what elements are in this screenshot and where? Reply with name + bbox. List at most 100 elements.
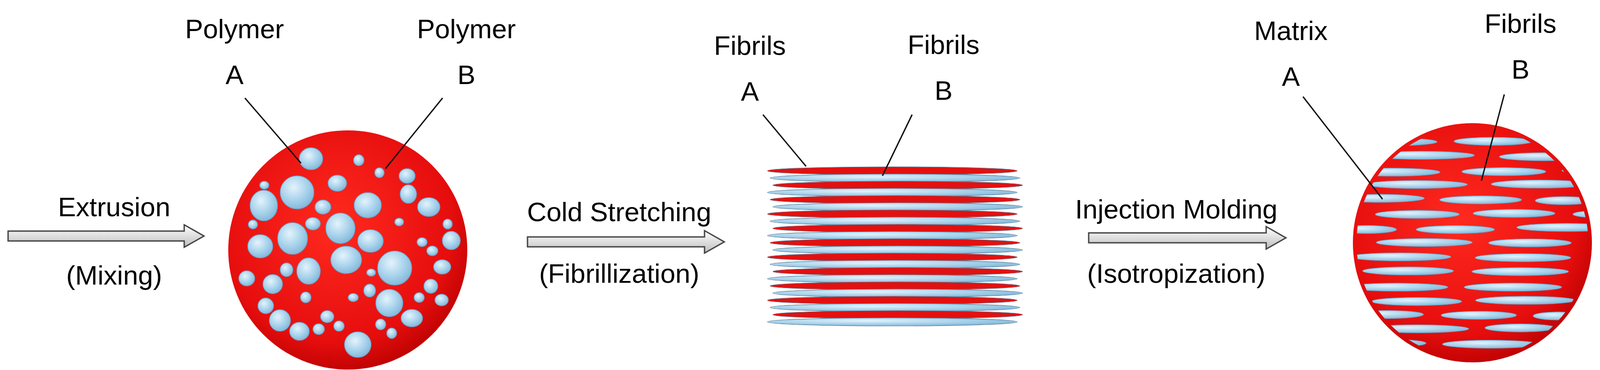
polymer-droplet (394, 217, 404, 226)
polymer-droplet (299, 147, 323, 170)
polymer-droplet (353, 154, 364, 166)
fibril (1499, 152, 1588, 161)
fibril (1461, 167, 1546, 176)
leader-line (244, 94, 1505, 200)
polymer-droplet (443, 218, 453, 229)
polymer-droplet (327, 174, 347, 191)
fibril-layer (772, 267, 1023, 276)
fibril-layer (767, 317, 1018, 326)
polymer-droplet (333, 320, 345, 332)
polymer-droplet (277, 222, 308, 255)
polymer-droplet (413, 292, 425, 303)
blend-circle (228, 130, 468, 370)
fibril-layer (772, 288, 1023, 297)
fibril-stack (767, 166, 1023, 326)
process-arrow (8, 224, 1286, 253)
fibril (1365, 180, 1468, 189)
fibril (1472, 209, 1555, 218)
fibril (1585, 267, 1600, 276)
polymer-droplet (279, 262, 293, 277)
fibril (1442, 340, 1539, 349)
fibril (1589, 296, 1600, 305)
part-label: Polymer A (185, 6, 284, 98)
polymer-droplet (269, 309, 291, 332)
polymer-droplet (289, 322, 310, 341)
fibril-layer (767, 231, 1018, 240)
fibril (1471, 267, 1569, 276)
polymer-droplet (377, 250, 412, 285)
polymer-droplet (374, 167, 385, 178)
polymer-droplet (250, 190, 278, 221)
fibril-layer (770, 217, 1020, 226)
polymer-droplet (426, 245, 439, 256)
fibril (1578, 326, 1600, 335)
fibril (1376, 238, 1473, 247)
process-label: Extrusion (57, 190, 171, 224)
polymer-droplet (416, 237, 427, 247)
polymer-droplet (348, 293, 359, 302)
fibril (1351, 310, 1424, 319)
polymer-droplet (375, 289, 403, 317)
process-label: Injection Molding (1075, 193, 1278, 226)
fibril (1488, 238, 1572, 247)
fibril (1464, 283, 1562, 292)
process-note: (Isotropization) (1087, 257, 1266, 290)
polymer-droplet (366, 268, 376, 276)
fibril (1516, 223, 1600, 232)
fibril (1349, 252, 1451, 261)
fibril (1375, 210, 1460, 219)
fibril (1475, 253, 1571, 262)
fibril-layer (767, 274, 1018, 283)
fibril-layer (767, 188, 1018, 197)
process-note: (Fibrillization) (539, 257, 700, 290)
fibril (1336, 225, 1397, 234)
polymer-droplet (386, 327, 397, 339)
polymer-droplet (296, 257, 321, 285)
fibril (1343, 168, 1441, 177)
fibril (1439, 195, 1522, 204)
part-label: Fibrils A (713, 22, 786, 115)
composite-circle (1352, 123, 1592, 363)
fibril (1586, 280, 1600, 289)
fibril-layer (770, 260, 1020, 269)
polymer-droplet (357, 229, 384, 253)
polymer-droplet (262, 274, 283, 294)
polymer-droplet (400, 184, 417, 204)
process-note: (Mixing) (66, 259, 162, 292)
polymer-droplet (423, 279, 438, 294)
fibril (1342, 338, 1427, 347)
process-label: Cold Stretching (527, 195, 712, 229)
fibril (1362, 266, 1454, 275)
part-label: Fibrils B (1484, 0, 1557, 93)
polymer-droplet (259, 181, 270, 190)
fibril-layer (770, 173, 1020, 182)
polymer-droplet (247, 234, 273, 258)
polymer-droplet (300, 291, 312, 303)
fibril-layer (772, 224, 1023, 233)
polymer-droplet (313, 323, 325, 335)
polymer-droplet (417, 197, 440, 217)
polymer-droplet (320, 310, 334, 323)
fibril (1475, 296, 1576, 305)
polymer-droplet (375, 319, 386, 330)
fibril (1535, 196, 1593, 205)
polymer-droplet (442, 231, 461, 250)
polymer-droplet (398, 168, 416, 184)
polymer-droplet (401, 309, 423, 327)
fibril-layer (772, 245, 1023, 254)
polymer-droplet (305, 217, 321, 231)
fibril-layer (767, 252, 1018, 262)
fibril-layer (770, 303, 1020, 312)
polymer-droplet (354, 192, 382, 218)
fibril (1371, 297, 1462, 306)
polymer-droplet (325, 212, 355, 244)
fibril (1484, 323, 1556, 332)
fibril (1592, 252, 1600, 261)
polymer-droplet (257, 297, 274, 314)
polymer-droplet (434, 293, 449, 306)
fibril (1336, 137, 1438, 147)
part-label: Matrix A (1254, 8, 1328, 100)
fibril (1533, 311, 1583, 320)
part-label: Fibrils B (907, 22, 980, 114)
